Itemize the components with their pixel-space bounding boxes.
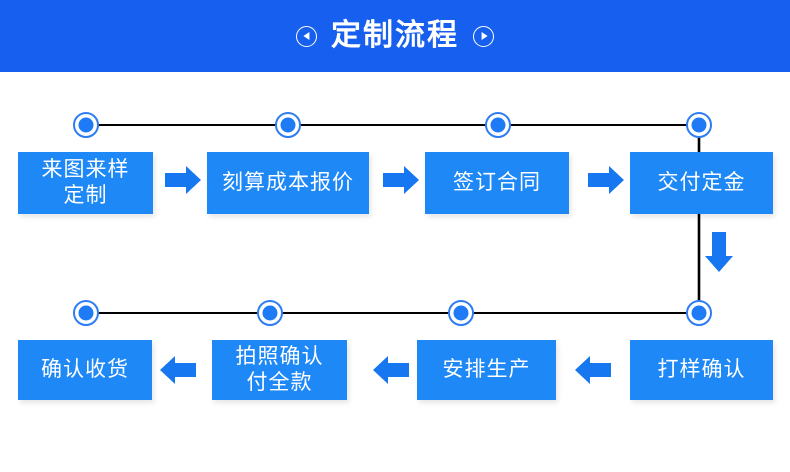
arrow-right-2 [383, 166, 419, 194]
step-box-8[interactable]: 确认收货 [18, 340, 152, 400]
step-box-3[interactable]: 签订合同 [425, 152, 569, 214]
arrow-down [705, 232, 733, 272]
circled-left-arrow-icon[interactable] [296, 25, 317, 47]
step-box-7[interactable]: 拍照确认 付全款 [212, 340, 347, 400]
step-box-5[interactable]: 打样确认 [630, 340, 773, 400]
step-box-2[interactable]: 刻算成本报价 [207, 152, 369, 214]
header-content: 定制流程 [296, 21, 494, 51]
node-dot-7 [257, 300, 283, 326]
node-dot-6 [448, 300, 474, 326]
step-box-1[interactable]: 来图来样 定制 [18, 152, 153, 214]
node-dot-8 [73, 300, 99, 326]
arrow-left-1 [575, 356, 611, 384]
page-title: 定制流程 [331, 18, 459, 53]
step-box-4[interactable]: 交付定金 [630, 152, 773, 214]
arrow-right-3 [588, 166, 624, 194]
node-dot-3 [485, 112, 511, 138]
node-dot-5 [686, 300, 712, 326]
node-dot-4 [686, 112, 712, 138]
arrow-left-3 [160, 356, 196, 384]
circled-right-arrow-icon[interactable] [473, 25, 494, 47]
step-box-6[interactable]: 安排生产 [417, 340, 556, 400]
arrow-right-1 [165, 166, 201, 194]
page-header: 定制流程 [0, 0, 790, 72]
node-dot-2 [275, 112, 301, 138]
node-dot-1 [73, 112, 99, 138]
arrow-left-2 [373, 356, 409, 384]
